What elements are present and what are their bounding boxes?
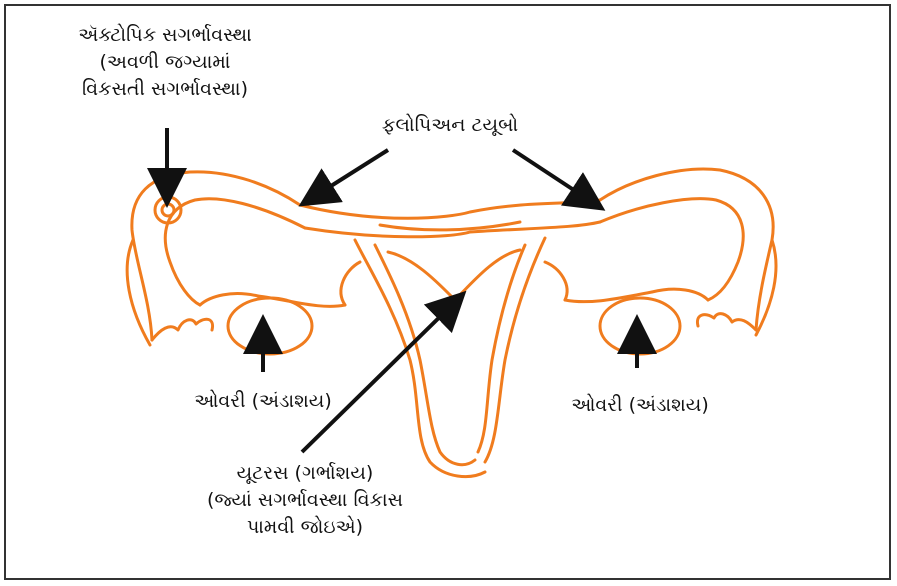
left-ovary [228, 298, 312, 354]
ectopic-label-line2: (અવળી જગ્યામાં [60, 49, 270, 76]
ovary-left-label: ઓવરી (અંડાશય) [178, 388, 348, 415]
uterus-label-line2: (જ્યાં સગર્ભાવસ્થા વિકાસ [170, 487, 440, 514]
uterus-label-line3: પામવી જોઇએ) [170, 514, 440, 541]
ectopic-label-line3: વિકસતી સગર્ભાવસ્થા) [60, 76, 270, 103]
right-ovary [600, 298, 680, 354]
uterus-label: યૂટરસ (ગર્ભાશય) (જ્યાં સગર્ભાવસ્થા વિકાસ… [170, 460, 440, 541]
uterus-label-line1: યૂટરસ (ગર્ભાશય) [170, 460, 440, 487]
fallopian-left-arrow [312, 150, 388, 198]
fallopian-label: ફલોપિઅન ટયૂબો [360, 112, 540, 139]
ectopic-label-line1: ઍક્ટોપિક સગર્ભાવસ્થા [60, 22, 270, 49]
ovary-right-label: ઓવરી (અંડાશય) [555, 392, 725, 419]
ectopic-label: ઍક્ટોપિક સગર્ભાવસ્થા (અવળી જગ્યામાં વિકસ… [60, 22, 270, 103]
fallopian-right-arrow [513, 150, 592, 202]
